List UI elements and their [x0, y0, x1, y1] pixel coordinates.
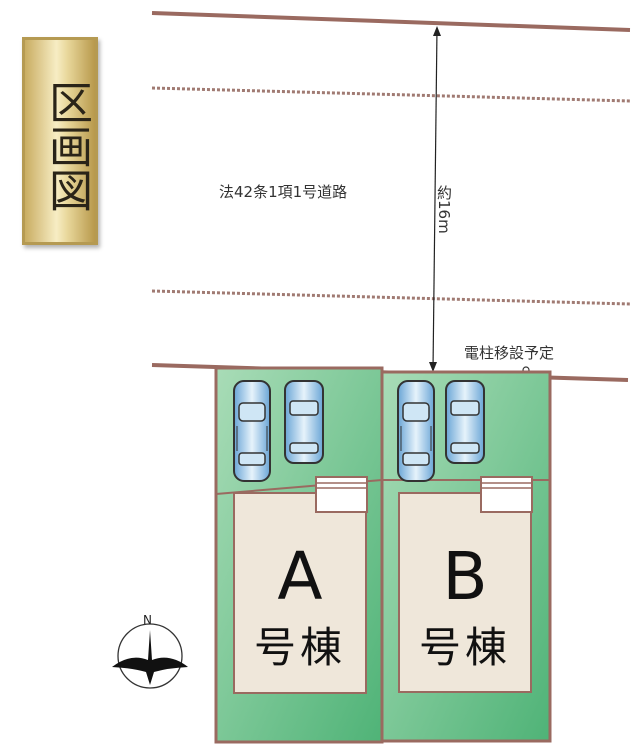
- road-label: 法42条1項1号道路: [219, 183, 348, 201]
- road-width-arrow: [429, 26, 441, 372]
- road-boundary-top: [151, 11, 631, 32]
- lot-b: [380, 370, 552, 743]
- road-dotted-line-1: [151, 86, 631, 103]
- pole-relocation-note: 電柱移設予定: [464, 344, 555, 362]
- car-icon: [284, 380, 324, 464]
- title-plaque: 区画図: [22, 37, 98, 245]
- car-icon: [445, 380, 485, 464]
- lot-b-label: 号棟: [418, 623, 511, 672]
- compass-icon: [112, 623, 188, 689]
- road-width-label: 約16m: [435, 185, 453, 234]
- compass-north-label: N: [143, 613, 152, 627]
- lot-b-letter: B: [442, 538, 488, 615]
- car-icon: [397, 380, 435, 482]
- page-title: 区画図: [41, 80, 92, 212]
- lot-a: [214, 366, 384, 744]
- lot-a-label: 号棟: [253, 623, 346, 672]
- building-a: [233, 492, 367, 694]
- road-dotted-line-2: [151, 289, 631, 306]
- car-icon: [233, 380, 271, 482]
- lot-a-letter: A: [277, 538, 323, 615]
- building-b: [398, 492, 532, 693]
